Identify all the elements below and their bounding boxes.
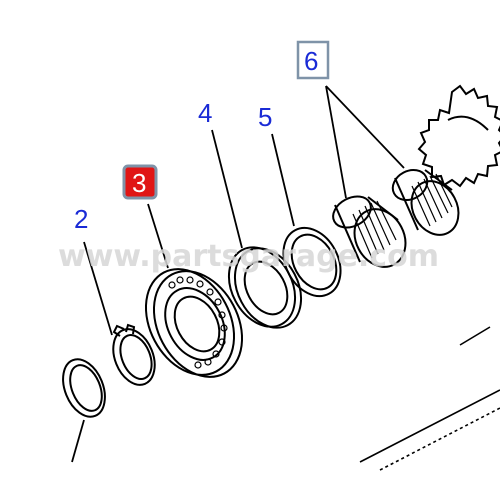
gear-edge bbox=[417, 84, 500, 188]
label-part-3: 3 bbox=[132, 168, 146, 198]
housing-outline bbox=[359, 326, 500, 471]
needle-bearing-back bbox=[391, 169, 460, 236]
needle-bearing-front bbox=[332, 195, 407, 268]
label-part-6-box bbox=[296, 40, 330, 80]
washer-4 bbox=[227, 246, 303, 329]
circlip-2 bbox=[112, 323, 156, 386]
label-part-3-highlight bbox=[122, 164, 158, 200]
leader-lines bbox=[71, 85, 405, 463]
label-part-2: 2 bbox=[74, 204, 88, 234]
watermark-text: www.partsgarage.com bbox=[58, 239, 439, 274]
snap-ring-front bbox=[62, 358, 106, 418]
label-part-4: 4 bbox=[198, 98, 212, 128]
ball-bearing-3 bbox=[144, 268, 244, 378]
label-part-6: 6 bbox=[304, 46, 318, 76]
label-part-5: 5 bbox=[258, 102, 272, 132]
